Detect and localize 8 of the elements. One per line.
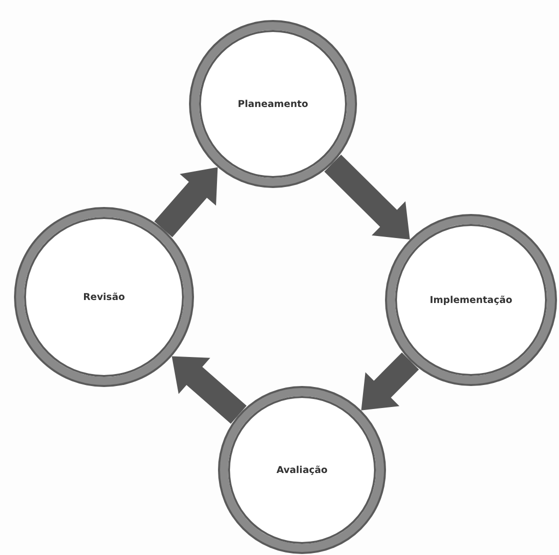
block-arrow (361, 352, 419, 410)
block-arrow (324, 154, 410, 240)
block-arrow (154, 167, 218, 238)
stage-label: Planeamento (238, 98, 308, 110)
stage-label: Implementação (430, 294, 512, 306)
block-arrow (172, 356, 247, 424)
stage-label: Revisão (83, 292, 125, 302)
stage-label: Avaliação (276, 464, 328, 476)
